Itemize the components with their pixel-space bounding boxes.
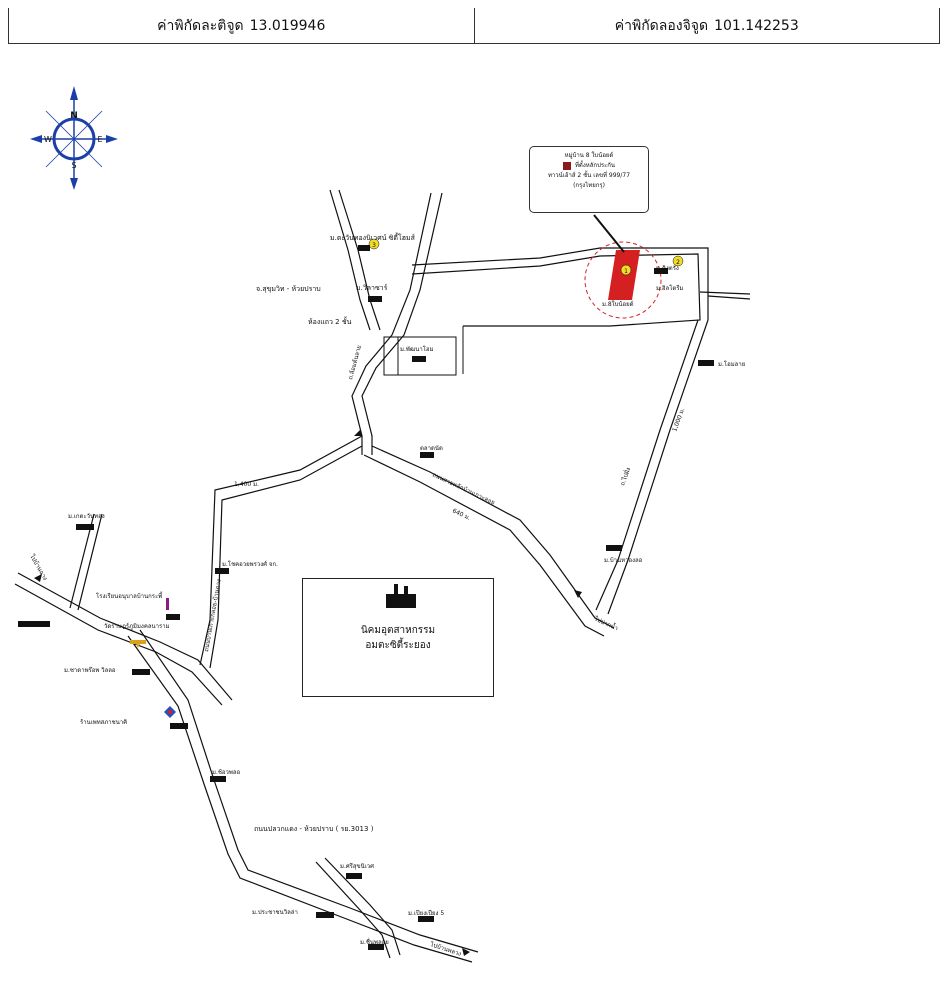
label-village-right1: ม.คิงตรัง <box>656 265 679 272</box>
callout-line2: ที่ตั้งหลักประกัน <box>574 162 616 169</box>
label-village-left2: ม.เกตะวันทอง <box>68 513 105 520</box>
label-road-junction: จ.สุขุมวิท - ห้วยปราบ <box>256 285 321 293</box>
industrial-estate-name: นิคมอุตสาหกรรม อมตะซิตี้ระยอง <box>303 623 493 653</box>
road-network <box>14 189 751 963</box>
label-village-mid: ม.พัฒนาโฮม <box>400 345 434 353</box>
marker-3-icon: 3 <box>368 238 380 250</box>
label-market: ตลาดนัด <box>420 445 443 452</box>
estate-line2: อมตะซิตี้ระยอง <box>365 640 431 651</box>
latitude-value: 13.019946 <box>249 17 326 34</box>
marker-2-icon: 2 <box>672 255 684 267</box>
callout-legend: ที่ตั้งหลักประกัน <box>530 161 648 171</box>
legend-swatch-icon <box>562 162 571 170</box>
callout-line3: ทาวน์เฮ้าส์ 2 ชั้น เลขที่ 999/77 <box>547 172 631 179</box>
label-village-bottom3: ม.ประชาชนวิลล่า <box>252 909 298 916</box>
marker-3: 3 <box>372 242 376 249</box>
label-village-right2: ม.ฮิลโตรีม <box>656 284 684 292</box>
subject-label: ม.8ใบน้อยด์ <box>602 300 634 308</box>
label-to-right: ไปปากน้ำ <box>592 612 620 632</box>
label-village-right-low: ม.บ้านหวองลอ <box>604 557 643 564</box>
latitude-cell: ค่าพิกัดละติจูด 13.019946 <box>9 8 474 43</box>
label-road-diag: ถนนสายหลักบ้านเกาะลอย <box>431 471 496 506</box>
callout-line1: หมู่บ้าน 8 ใบน้อยด์ <box>564 152 614 159</box>
longitude-cell: ค่าพิกัดลองจิจูด 101.142253 <box>473 8 940 43</box>
label-main-road: ถนนปลวกแดง - ห้วยปราบ ( รย.3013 ) <box>254 825 374 833</box>
gas-station-icon <box>164 706 176 718</box>
label-village-left: ม.วิลาซาร์ <box>356 284 388 292</box>
label-roadside: ถ.ล้อมต้นลาย <box>347 345 363 381</box>
label-shop: ร้านเพทสภาชนาคิ <box>80 719 127 726</box>
label-village-bottom5: ม.ชื่นพลอย <box>360 938 389 946</box>
marker-1: 1 <box>624 268 628 275</box>
label-village-bottom4: ม.เปียงเปียง 5 <box>408 909 444 917</box>
longitude-value: 101.142253 <box>714 17 799 34</box>
industrial-estate-box: นิคมอุตสาหกรรม อมตะซิตี้ระยอง <box>302 578 494 697</box>
callout-line4: (กรุงไทยกรุ) <box>573 182 605 189</box>
compass-icon: N S W E <box>30 86 118 190</box>
label-school: โรงเรียนอนุบาลบ้านกระพี้ <box>96 590 163 600</box>
temple-icon <box>130 640 146 648</box>
label-village-top: ม.ตะวันทองนิเวศน์ ซิตี้โฮมส์ <box>330 231 416 242</box>
label-village-bottom1: ม.ช้อวพลอ <box>212 769 241 776</box>
label-temple: วัดราษฎร์ภูมิมงคลนาราม <box>104 622 170 630</box>
subject-callout: หมู่บ้าน 8 ใบน้อยด์ ที่ตั้งหลักประกัน ทา… <box>529 146 649 213</box>
direction-arrows <box>34 430 582 956</box>
building-icons <box>18 245 714 950</box>
label-village-bottom2: ม.ศรีสุขนิเวศ <box>340 862 374 870</box>
compass-north: N <box>70 111 78 121</box>
factory-icon <box>386 584 416 608</box>
label-road-right: ถ.ไปฝั่ง <box>618 466 632 486</box>
label-1400m: 1,400 ม. <box>234 481 259 488</box>
compass-east: E <box>97 135 102 144</box>
coordinates-bar: ค่าพิกัดละติจูด 13.019946 ค่าพิกัดลองจิจ… <box>8 8 940 44</box>
latitude-label: ค่าพิกัดละติจูด <box>157 17 244 34</box>
compass-south: S <box>71 161 76 170</box>
estate-line1: นิคมอุตสาหกรรม <box>360 625 436 636</box>
label-640m: 640 ม. <box>451 507 471 522</box>
label-village-left3: ม.ซาดาพร๊อพ วิลลอ <box>64 667 116 674</box>
subject-property-icon: 1 ม.8ใบน้อยด์ <box>584 214 662 319</box>
label-village-chonburi: ม.โชคอวยพรวงศ์ จก. <box>222 560 278 568</box>
school-flag-icon <box>166 598 169 610</box>
label-shophouse: ห้องแถว 2 ชั้น <box>308 315 352 326</box>
longitude-label: ค่าพิกัดลองจิจูด <box>614 17 709 34</box>
label-road-mid: ถนนบ้านเกาะกลอย-บ้านฉาง <box>203 579 223 653</box>
compass-west: W <box>44 135 52 144</box>
marker-2: 2 <box>676 259 680 266</box>
label-village-far-right: ม.โอมลาย <box>718 360 745 368</box>
